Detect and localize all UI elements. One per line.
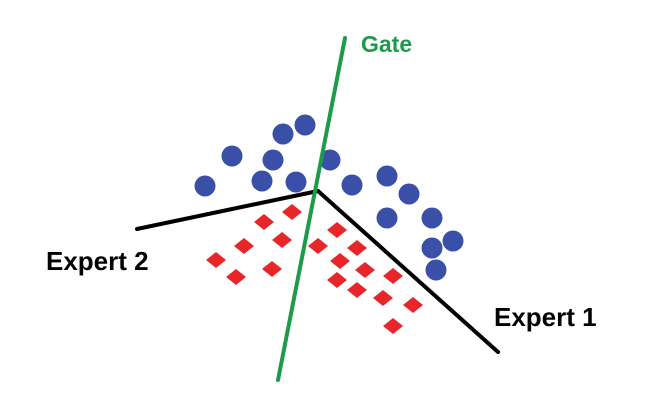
diamond-point bbox=[262, 261, 282, 277]
diamond-point bbox=[347, 240, 367, 256]
diamond-class-points bbox=[206, 204, 423, 334]
circle-point bbox=[425, 259, 447, 281]
circle-class-points bbox=[194, 114, 464, 281]
diamond-point bbox=[373, 290, 393, 306]
circle-point bbox=[442, 230, 464, 252]
circle-point bbox=[398, 183, 420, 205]
expert-2-boundary-line bbox=[135, 189, 320, 231]
diamond-point bbox=[206, 252, 226, 268]
circle-point bbox=[221, 145, 243, 167]
expert-2-label: Expert 2 bbox=[46, 246, 149, 276]
circle-point bbox=[376, 165, 398, 187]
diamond-point bbox=[272, 232, 292, 248]
diamond-point bbox=[308, 238, 328, 254]
diamond-point bbox=[327, 222, 347, 238]
expert-1-boundary-line bbox=[316, 189, 500, 354]
diamond-point bbox=[254, 214, 274, 230]
circle-point bbox=[376, 207, 398, 229]
circle-point bbox=[262, 149, 284, 171]
gate-boundary-line bbox=[276, 36, 347, 382]
diamond-point bbox=[327, 272, 347, 288]
gate-label: Gate bbox=[361, 31, 412, 57]
circle-point bbox=[251, 170, 273, 192]
circle-point bbox=[421, 207, 443, 229]
diamond-point bbox=[383, 318, 403, 334]
expert-1-label: Expert 1 bbox=[494, 302, 597, 332]
diamond-point bbox=[282, 204, 302, 220]
diamond-point bbox=[347, 282, 367, 298]
expert-boundaries bbox=[135, 189, 500, 354]
diamond-point bbox=[403, 297, 423, 313]
circle-point bbox=[421, 237, 443, 259]
circle-point bbox=[272, 123, 294, 145]
circle-point bbox=[285, 171, 307, 193]
diamond-point bbox=[226, 269, 246, 285]
diamond-point bbox=[234, 238, 254, 254]
circle-point bbox=[294, 114, 316, 136]
circle-point bbox=[319, 149, 341, 171]
circle-point bbox=[194, 175, 216, 197]
circle-point bbox=[341, 174, 363, 196]
diamond-point bbox=[330, 253, 350, 269]
diamond-point bbox=[355, 262, 375, 278]
diamond-point bbox=[383, 268, 403, 284]
